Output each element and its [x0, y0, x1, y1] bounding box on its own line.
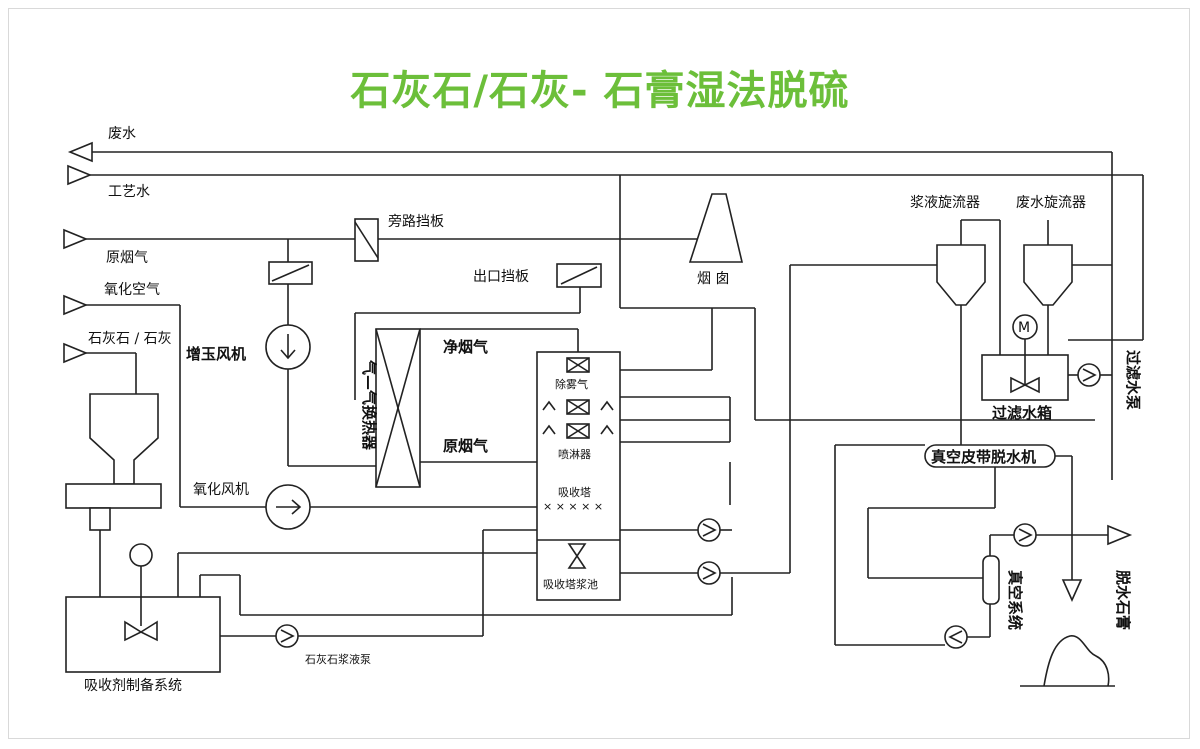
slurry-cyclone [936, 244, 986, 306]
vacuum-system-label: 真空系统 [1006, 570, 1024, 630]
vacuum-pump-arrow [948, 630, 963, 644]
filter-tank-label: 过滤水箱 [992, 404, 1052, 422]
limestone-slurry-pump-arrow [280, 629, 295, 643]
process-water-inlet-arrow [67, 164, 93, 186]
chimney-label: 烟 囱 [697, 271, 729, 287]
motor-label: M [1018, 320, 1030, 336]
absorber-agitator-bottom [567, 554, 587, 569]
filter-water-pump-arrow [1082, 368, 1097, 382]
recirc-pump-2-arrow [702, 566, 717, 580]
oxidation-fan-arrow-head [291, 499, 302, 515]
waste-water-cyclone-label: 废水旋流器 [1016, 195, 1086, 211]
filter-tank-blade-right [1023, 376, 1040, 394]
filter-tank-blade-left [1010, 376, 1027, 394]
gypsum-pile [1043, 635, 1110, 687]
waste-water-label: 废水 [108, 126, 136, 142]
absorber-agitator-top [567, 543, 587, 558]
spray-headers [542, 399, 614, 439]
recirc-pump-1-arrow [702, 523, 717, 537]
limestone-pump-label: 石灰石浆液泵 [305, 652, 371, 666]
raw-flue-gas-in-label: 原烟气 [106, 250, 148, 266]
absorbent-preparation-tank [65, 596, 221, 673]
vacuum-water-pump-arrow [1018, 528, 1033, 542]
oxidation-air-label: 氧化空气 [104, 282, 160, 298]
booster-fan-arrow-head [280, 349, 296, 360]
outlet-damper-label: 出口挡板 [473, 269, 529, 285]
process-water-label: 工艺水 [108, 184, 150, 200]
gypsum-label: 脱水石膏 [1114, 570, 1132, 630]
limestone-inlet-arrow [63, 342, 89, 364]
oxidation-fan-label: 氧化风机 [193, 482, 249, 498]
filter-pump-label: 过滤水泵 [1124, 350, 1142, 410]
raw-flue-gas-label: 原烟气 [443, 437, 488, 455]
diagram-title: 石灰石/石灰- 石膏湿法脱硫 [350, 68, 850, 114]
demister-label: 除雾气 [555, 377, 588, 391]
agitator-blade-left [124, 620, 143, 642]
limestone-label: 石灰石 / 石灰 [88, 331, 172, 347]
chimney-stack [688, 193, 744, 263]
booster-fan-label: 增玉风机 [186, 345, 246, 363]
absorber-tank-label: 吸收塔浆池 [543, 577, 598, 591]
demister-element [566, 357, 590, 373]
booster-damper-blade [271, 264, 310, 282]
absorbent-system-label: 吸收剂制备系统 [84, 677, 182, 694]
gas-heat-exchanger-label: 气—气换热器 [360, 359, 378, 451]
silo-outlet [89, 507, 111, 531]
vacuum-water-outlet-arrow [1107, 524, 1133, 546]
agitator-blade-right [139, 620, 158, 642]
bypass-damper-blade [354, 221, 379, 259]
absorber-sparger: × × × × × [543, 500, 603, 513]
vacuum-belt-label: 真空皮带脱水机 [931, 448, 1036, 466]
absorber-label: 吸收塔 [558, 485, 591, 499]
agitator-motor-icon [129, 543, 153, 567]
sprayer-label: 喷淋器 [558, 448, 591, 461]
bypass-damper-label: 旁路挡板 [388, 213, 444, 230]
clean-flue-gas-label: 净烟气 [443, 338, 488, 356]
outlet-damper-blade [560, 266, 598, 285]
waste-water-cyclone [1023, 244, 1073, 306]
limestone-silo [89, 393, 159, 485]
vacuum-receiver [982, 555, 1000, 605]
oxidation-air-inlet-arrow [63, 294, 89, 316]
gypsum-discharge-arrow [1061, 579, 1083, 602]
waste-water-outlet-arrow [67, 141, 93, 163]
raw-flue-gas-inlet-arrow [63, 228, 89, 250]
slurry-cyclone-label: 浆液旋流器 [910, 195, 980, 211]
silo-feeder [65, 483, 162, 509]
ggh-cross-2 [375, 328, 421, 488]
